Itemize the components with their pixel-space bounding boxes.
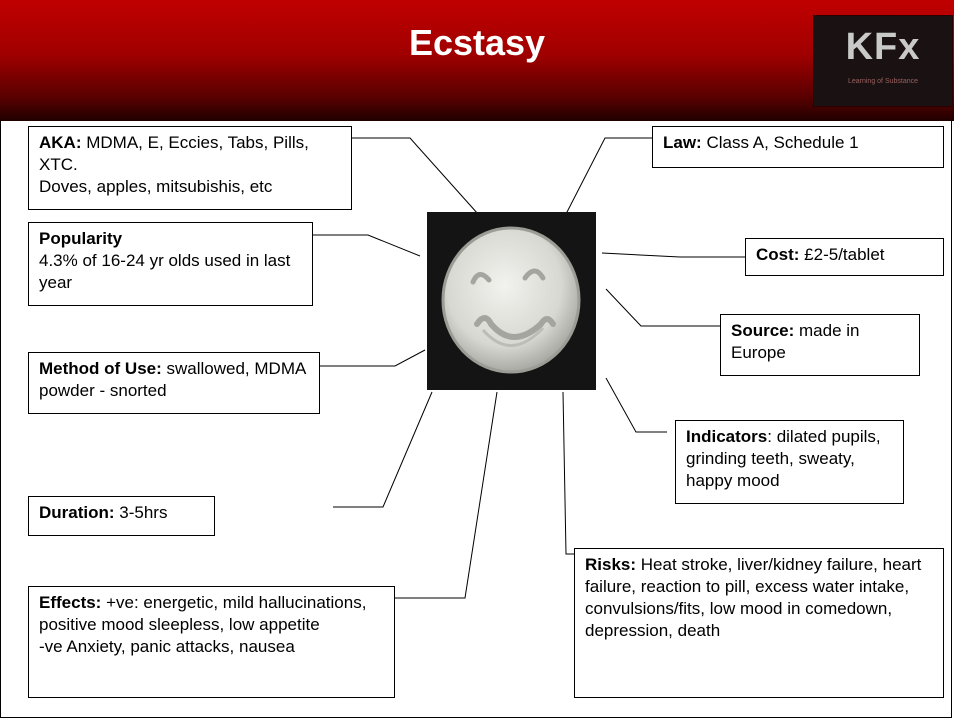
box-method: Method of Use: swallowed, MDMA powder - … — [28, 352, 320, 414]
connector-popularity — [313, 234, 421, 257]
box-indicators: Indicators: dilated pupils, grinding tee… — [675, 420, 904, 504]
risks-text: Heat stroke, liver/kidney failure, heart… — [585, 555, 922, 640]
connector-source — [605, 288, 720, 327]
header-banner: Ecstasy KFx Learning of Substance — [0, 0, 954, 121]
indicators-label: Indicators — [686, 427, 768, 446]
smiley-pill-image — [427, 212, 596, 390]
method-label: Method of Use: — [39, 359, 162, 378]
box-popularity: Popularity 4.3% of 16-24 yr olds used in… — [28, 222, 313, 306]
duration-text: 3-5hrs — [114, 503, 168, 522]
box-duration: Duration: 3-5hrs — [28, 496, 215, 536]
box-aka: AKA: MDMA, E, Eccies, Tabs, Pills, XTC. … — [28, 126, 352, 210]
box-cost: Cost: £2-5/tablet — [745, 238, 944, 276]
cost-text: £2-5/tablet — [799, 245, 885, 264]
effects-text: +ve: energetic, mild hallucinations, pos… — [39, 593, 367, 634]
pill-photo — [427, 212, 596, 390]
kfx-logo: KFx Learning of Substance — [813, 15, 953, 107]
effects-label: Effects: — [39, 593, 102, 612]
connector-cost — [601, 252, 745, 258]
connector-law — [565, 137, 652, 215]
risks-label: Risks: — [585, 555, 637, 574]
method-text: swallowed, MDMA powder - snorted — [39, 359, 306, 400]
duration-label: Duration: — [39, 503, 115, 522]
effects-line2: -ve Anxiety, panic attacks, nausea — [39, 637, 295, 656]
connector-aka — [352, 137, 479, 215]
law-label: Law: — [663, 133, 702, 152]
box-risks: Risks: Heat stroke, liver/kidney failure… — [574, 548, 944, 698]
connector-effects — [395, 391, 498, 599]
connector-duration — [333, 391, 433, 508]
logo-subtext: Learning of Substance — [847, 78, 919, 85]
box-law: Law: Class A, Schedule 1 — [652, 126, 944, 168]
box-effects: Effects: +ve: energetic, mild hallucinat… — [28, 586, 395, 698]
law-text: Class A, Schedule 1 — [701, 133, 859, 152]
aka-text: MDMA, E, Eccies, Tabs, Pills, XTC. — [39, 133, 309, 174]
source-text: made in Europe — [731, 321, 860, 362]
source-label: Source: — [731, 321, 795, 340]
popularity-text: 4.3% of 16-24 yr olds used in last year — [39, 251, 291, 292]
aka-label: AKA: — [39, 133, 82, 152]
indicators-text: : dilated pupils, grinding teeth, sweaty… — [686, 427, 881, 490]
connector-risks — [562, 391, 574, 555]
connector-indicators — [605, 377, 667, 433]
logo-text: KFx — [845, 26, 921, 68]
slide-title: Ecstasy — [408, 22, 546, 63]
box-source: Source: made in Europe — [720, 314, 920, 376]
popularity-label: Popularity — [39, 229, 123, 248]
aka-line2: Doves, apples, mitsubishis, etc — [39, 177, 273, 196]
cost-label: Cost: — [756, 245, 800, 264]
connector-method — [320, 349, 426, 367]
